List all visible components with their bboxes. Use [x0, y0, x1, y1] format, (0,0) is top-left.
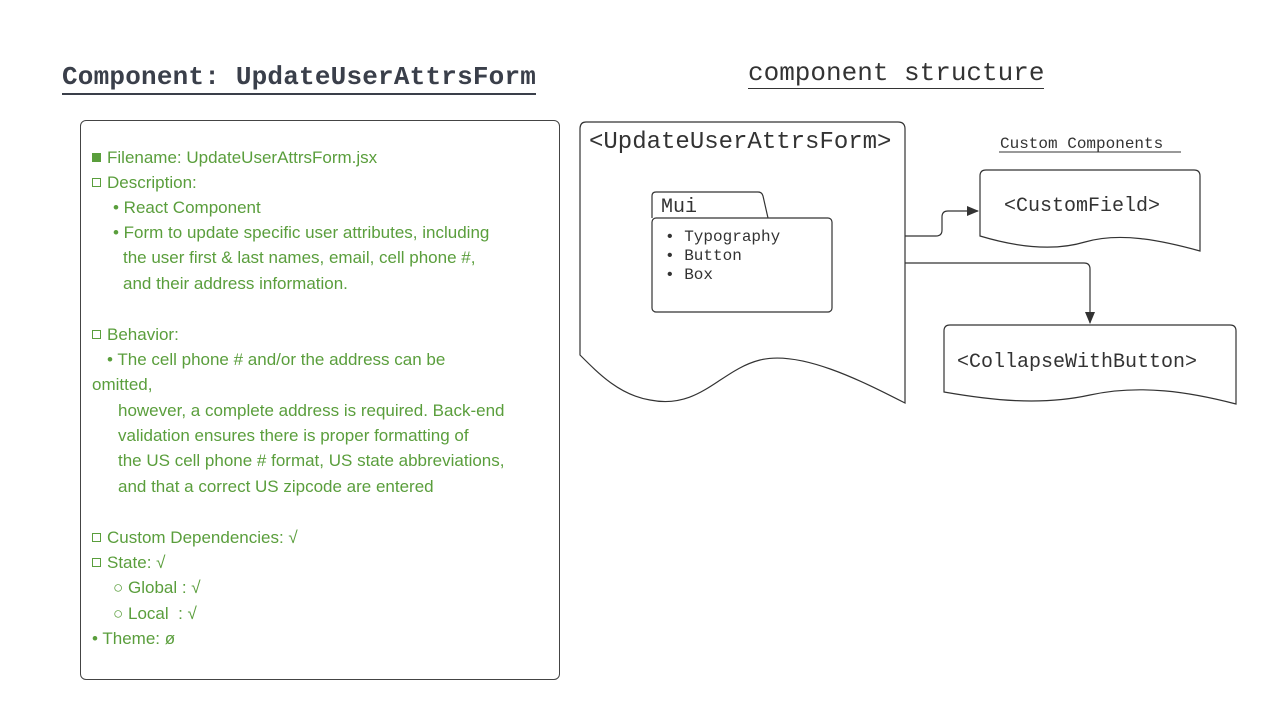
behavior-label: Behavior: [92, 325, 179, 345]
component-info-box [80, 120, 560, 680]
behavior-label-text: Behavior: [107, 325, 179, 344]
custom-field-label: <CustomField> [1004, 195, 1160, 218]
description-item-continued: and their address information. [123, 274, 348, 293]
filled-square-bullet-icon [92, 153, 101, 162]
collapse-with-button-label: <CollapseWithButton> [957, 351, 1197, 374]
description-item: • Form to update specific user attribute… [113, 223, 490, 242]
main-component-label: <UpdateUserAttrsForm> [589, 129, 891, 156]
hollow-square-bullet-icon [92, 533, 101, 542]
hollow-square-bullet-icon [92, 178, 101, 187]
behavior-item-continued: omitted, [92, 375, 153, 394]
custom-dependencies-line: Custom Dependencies: √ [92, 528, 298, 548]
structure-title: component structure [748, 58, 1045, 89]
behavior-item: • The cell phone # and/or the address ca… [107, 350, 446, 369]
behavior-item-continued: however, a complete address is required.… [118, 401, 505, 420]
mui-folder-label: Mui [661, 196, 697, 219]
connector-to-custom-field [905, 206, 979, 237]
mui-item-box: • Box [665, 266, 713, 284]
state-line: State: √ [92, 553, 165, 573]
filename-line: Filename: UpdateUserAttrsForm.jsx [92, 148, 377, 168]
mui-item-button: • Button [665, 247, 742, 265]
description-label: Description: [92, 173, 197, 193]
mui-item-typography: • Typography [665, 228, 781, 246]
hollow-square-bullet-icon [92, 330, 101, 339]
state-text: State: √ [107, 553, 166, 572]
state-global-line: ○ Global : √ [113, 578, 201, 597]
custom-dependencies-text: Custom Dependencies: √ [107, 528, 298, 547]
collapse-with-button-shape [943, 324, 1237, 405]
behavior-item-continued: validation ensures there is proper forma… [118, 426, 469, 445]
filename-text: Filename: UpdateUserAttrsForm.jsx [107, 148, 378, 167]
custom-components-label: Custom Components [1000, 135, 1163, 153]
behavior-item-continued: and that a correct US zipcode are entere… [118, 477, 434, 496]
page-title: Component: UpdateUserAttrsForm [62, 62, 537, 95]
description-item-continued: the user first & last names, email, cell… [123, 248, 476, 267]
theme-line: • Theme: ø [92, 629, 176, 648]
mui-folder-body [651, 217, 833, 313]
custom-field-shape [979, 169, 1201, 252]
behavior-item-continued: the US cell phone # format, US state abb… [118, 451, 505, 470]
mui-folder-tab [651, 191, 769, 219]
description-label-text: Description: [107, 173, 197, 192]
hollow-square-bullet-icon [92, 558, 101, 567]
state-local-line: ○ Local : √ [113, 604, 197, 623]
description-item: • React Component [113, 198, 261, 217]
connector-to-collapse-with-button [905, 262, 1095, 324]
